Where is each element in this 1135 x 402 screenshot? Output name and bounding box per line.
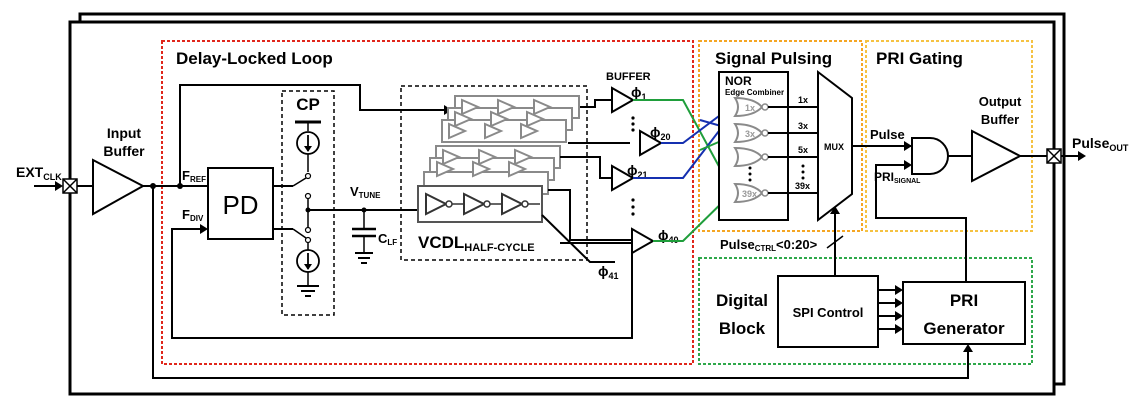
spi-control-block (777, 275, 879, 348)
tap-phi40-wire (548, 189, 632, 241)
pri-generator-clk-arrow (963, 344, 973, 352)
switch-contact (304, 236, 312, 244)
switch-contact (304, 192, 312, 200)
dn-switch (292, 228, 307, 239)
out-5x-label: 5x (798, 145, 808, 155)
signal-pulsing-title: Signal Pulsing (715, 49, 832, 68)
out-39x-label: 39x (795, 181, 810, 191)
ellipsis-dots (748, 166, 752, 182)
pulse-out-label: PulseOUT (1072, 135, 1129, 153)
ground-icon (355, 252, 373, 264)
nor-1x-label: 1x (745, 103, 755, 113)
nor-39x-label: 39x (742, 189, 757, 199)
nor-gate-5x (733, 146, 769, 168)
phase-detector-block (207, 167, 274, 240)
buffer-label: BUFFER (606, 71, 651, 83)
input-buffer-triangle (92, 158, 146, 216)
tap-phi41-wire (541, 214, 615, 263)
clk-to-vcdl-wire (179, 84, 450, 186)
spi-control-label: SPI Control (793, 305, 864, 320)
pri-signal-arrow (904, 160, 912, 170)
phase-wire-blue (661, 103, 736, 144)
ground-icon (297, 285, 319, 297)
out-1x-label: 1x (798, 95, 808, 105)
fref-label: FREF (182, 168, 206, 184)
phi21-label: ϕ21 (627, 162, 648, 180)
buffer-phi1 (611, 86, 636, 114)
vcdl-box (400, 85, 588, 261)
and-gate (911, 137, 949, 175)
pd-label: PD (222, 190, 258, 220)
pri-generator-label-2: Generator (923, 319, 1005, 338)
switch-contact (304, 226, 312, 234)
ext-clk-label: EXTCLK (16, 164, 62, 182)
nor-gate-1x (733, 96, 769, 118)
clf-label: CLF (378, 231, 397, 247)
nor-label: NOR (725, 74, 752, 88)
vcdl-label: VCDLHALF-CYCLE (418, 233, 535, 254)
buffer-phi40 (631, 227, 656, 255)
pri-signal-wire (875, 164, 906, 188)
digital-block-label-1: Digital (716, 291, 768, 310)
edge-combiner-label: Edge Combiner (725, 88, 784, 97)
spi-to-pri-arrows (878, 285, 903, 334)
pri-signal-label: PRISIGNAL (874, 170, 921, 185)
tap-phi21-wire (560, 156, 612, 179)
ext-clk-arrow (55, 181, 63, 191)
pri-generator-label-1: PRI (950, 291, 978, 310)
digital-block-region (698, 257, 1033, 365)
pulse-label: Pulse (870, 127, 905, 142)
pri-gating-title: PRI Gating (876, 49, 963, 68)
ellipsis-dots (801, 164, 805, 180)
delay-line-stages (417, 95, 580, 223)
dll-title: Delay-Locked Loop (176, 49, 333, 68)
pulse-arrow (904, 141, 912, 151)
output-buffer-label-2: Buffer (981, 112, 1019, 127)
fdiv-label: FDIV (182, 207, 204, 223)
ext-clk-pin (62, 178, 78, 194)
buffer-phi21 (611, 164, 636, 192)
up-switch (292, 177, 307, 187)
nor-gate-3x (733, 122, 769, 144)
clk-to-pri-generator-wire (152, 186, 969, 379)
phase-wire-green (633, 99, 736, 197)
pri-gating-region (865, 40, 1033, 232)
phase-wire-green (653, 189, 736, 242)
switch-contact (304, 172, 312, 180)
fdiv-arrow (200, 224, 208, 234)
charge-pump-box (281, 90, 335, 316)
tap-phi1-wire (580, 99, 612, 108)
cp-label: CP (296, 95, 320, 114)
pri-generator-out-wire (875, 188, 967, 282)
output-buffer-label-1: Output (979, 94, 1022, 109)
phi41-label: ϕ41 (598, 263, 619, 281)
current-source-up (296, 131, 320, 155)
phase-wire-blue (633, 109, 736, 179)
phi20-label: ϕ20 (650, 124, 671, 142)
buffer-phi20 (639, 129, 664, 157)
ellipsis-dots (631, 116, 635, 216)
dll-region (161, 40, 694, 365)
pulse-out-pin (1046, 148, 1062, 164)
bus-slash (826, 235, 844, 249)
out-3x-label: 3x (798, 121, 808, 131)
nor-3x-label: 3x (745, 129, 755, 139)
mux-label: MUX (824, 142, 844, 152)
digital-block-label-2: Block (719, 319, 766, 338)
pulse-ctrl-label: PulseCTRL<0:20> (720, 237, 818, 253)
pulse-ctrl-arrow (830, 206, 840, 214)
vtune-label: VTUNE (350, 184, 381, 200)
signal-pulsing-region (698, 40, 863, 232)
output-buffer-triangle (971, 129, 1023, 183)
pri-generator-block (902, 281, 1026, 345)
pulse-out-arrow (1078, 151, 1086, 161)
input-buffer-label-2: Buffer (103, 143, 145, 159)
current-source-down (296, 249, 320, 273)
nor-gate-39x (733, 182, 769, 204)
phi1-label: ϕ1 (631, 84, 647, 102)
input-buffer-label-1: Input (107, 125, 142, 141)
fdiv-feedback-wire (171, 228, 633, 339)
mux-block (817, 69, 853, 223)
